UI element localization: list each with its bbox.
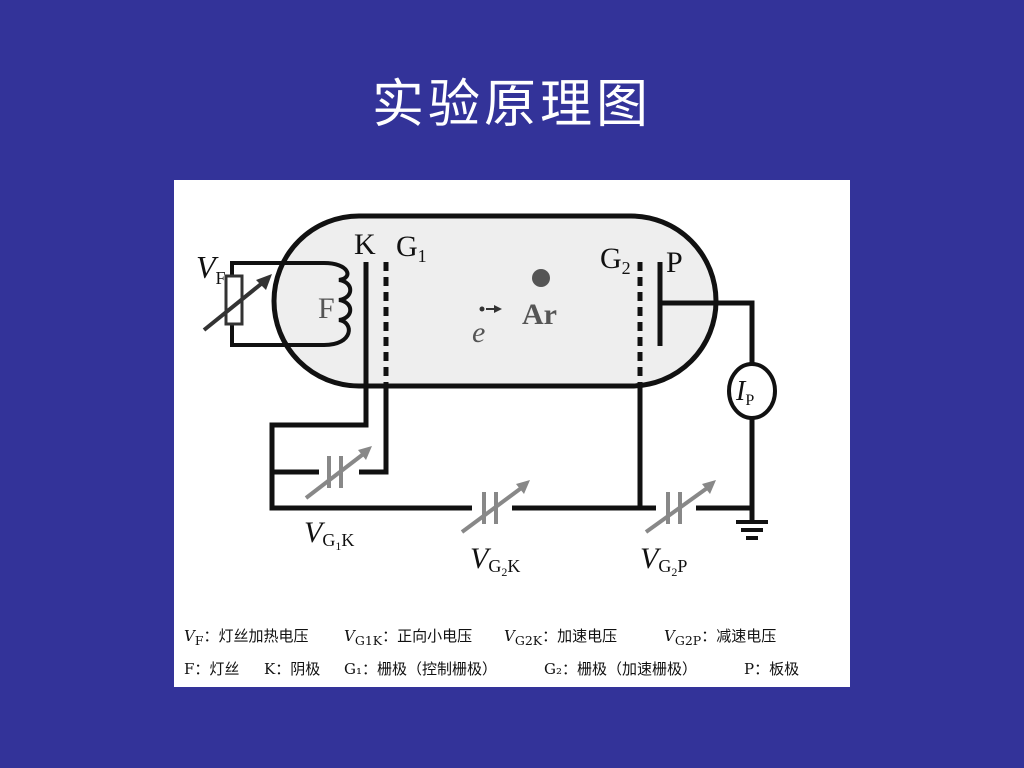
franck-hertz-diagram: VF F K G1 G2 P e Ar IP VG1K VG2K VG2P VF… [174, 180, 850, 687]
electron-label: e [472, 316, 485, 349]
vg2p-label: VG2P [640, 542, 687, 579]
ammeter [727, 362, 777, 420]
wire-cathode [269, 390, 754, 511]
legend-vg1k: VG1K：正向小电压 [344, 627, 473, 648]
vg1k-arrow [304, 450, 368, 500]
electron-dot [479, 306, 485, 312]
vg2p-arrowhead [702, 480, 716, 494]
argon-atom [532, 269, 550, 287]
vg1k-arrowhead [358, 446, 372, 460]
vg2k-arrowhead [516, 480, 530, 494]
wire-g1 [272, 390, 389, 475]
legend-f: F：灯丝 [184, 660, 240, 678]
vg2k-arrow [460, 484, 526, 534]
legend-k: K：阴极 [264, 660, 321, 678]
vg2k-label: VG2K [470, 542, 520, 579]
vf-arrowhead [256, 274, 272, 290]
wire-plate [660, 300, 755, 366]
vg2p-arrow [644, 484, 712, 534]
legend-g2: G₂：栅极（加速栅极） [544, 660, 697, 678]
electron-arrowhead [494, 305, 502, 313]
vg1k-label: VG1K [304, 516, 354, 553]
vf-label: VF [196, 249, 226, 288]
legend-p: P：板极 [744, 660, 800, 678]
g1-label: G1 [396, 230, 427, 266]
circuit-svg: VF F K G1 G2 P e Ar IP VG1K VG2K VG2P [196, 213, 777, 579]
legend-vg2p: VG2P：减速电压 [664, 627, 777, 648]
slide-title: 实验原理图 [371, 75, 652, 135]
legend-vf: VF：灯丝加热电压 [184, 627, 309, 648]
ammeter-label: IP [735, 376, 754, 409]
g2-label: G2 [600, 242, 631, 278]
argon-label: Ar [522, 298, 557, 331]
vf-arrow [202, 278, 268, 332]
cathode-label: K [354, 228, 376, 261]
legend-g1: G₁：栅极（控制栅极） [344, 660, 497, 678]
filament-label: F [318, 292, 335, 325]
filament-coil [323, 261, 353, 347]
plate-label: P [666, 246, 683, 279]
legend-vg2k: VG2K：加速电压 [504, 627, 618, 648]
